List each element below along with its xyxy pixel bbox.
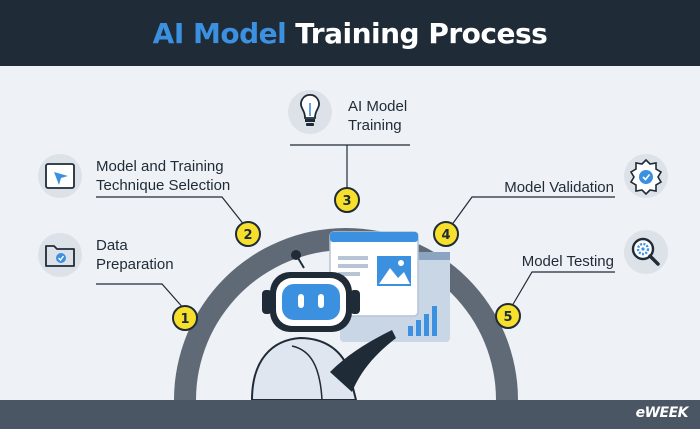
badge-check-icon	[629, 158, 663, 196]
step-number-3: 3	[342, 194, 351, 209]
step-label-5: Model Testing	[522, 252, 614, 271]
robot-arm	[330, 330, 396, 392]
page-title: AI Model Training Process	[0, 0, 700, 66]
step-marker-2: 2	[235, 221, 261, 247]
footer-bar	[0, 400, 700, 429]
step-number-1: 1	[180, 312, 189, 327]
connector-2	[96, 196, 246, 227]
step-label-4-text: Model Validation	[504, 179, 614, 196]
step-number-4: 4	[441, 228, 450, 243]
step-marker-4: 4	[433, 221, 459, 247]
title-rest: Training Process	[295, 16, 548, 50]
magnify-gear-icon	[631, 237, 660, 266]
step-label-5-text: Model Testing	[521, 253, 614, 270]
step-marker-1: 1	[172, 305, 198, 331]
robot-illustration	[250, 231, 450, 401]
step-number-5: 5	[503, 310, 512, 325]
step-marker-5: 5	[495, 303, 521, 329]
step-marker-3: 3	[334, 187, 360, 213]
brand-logo: eWEEK	[635, 405, 689, 421]
step-number-2: 2	[243, 228, 252, 243]
connector-1	[96, 283, 186, 311]
folder-check-icon	[45, 245, 75, 267]
cursor-window-icon	[45, 163, 75, 189]
connector-5	[511, 271, 615, 307]
header-bar	[0, 0, 700, 66]
lightbulb-icon	[300, 94, 320, 126]
title-accent: AI Model	[152, 16, 287, 50]
connector-4	[450, 196, 615, 227]
step-label-4: Model Validation	[504, 178, 614, 197]
